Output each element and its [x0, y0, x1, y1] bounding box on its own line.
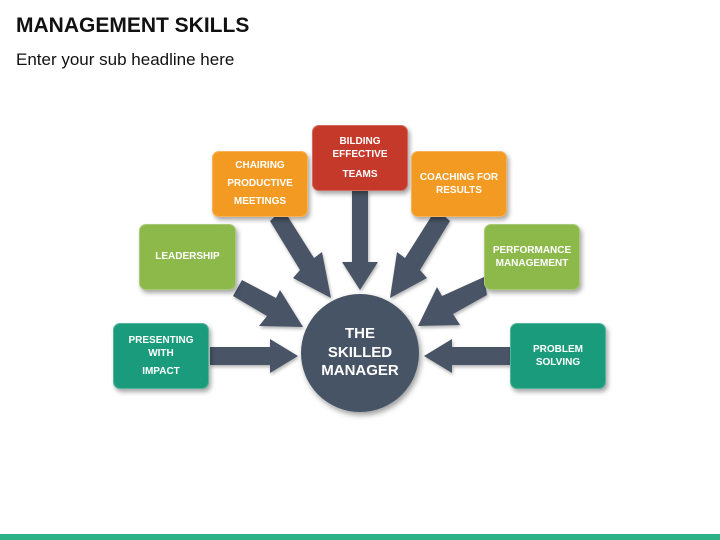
box-coaching-for-results: COACHING FOR RESULTS	[411, 151, 507, 217]
box-problem-solving: PROBLEM SOLVING	[510, 323, 606, 389]
box-label-line: RESULTS	[436, 185, 482, 196]
box-label-line: SOLVING	[535, 357, 581, 368]
box-chairing-productive-meetings: CHAIRING PRODUCTIVE MEETINGS	[212, 151, 308, 217]
box-label-line: MEETINGS	[233, 196, 287, 207]
box-leadership: LEADERSHIP	[139, 224, 236, 290]
box-label-line: EFFECTIVE	[332, 149, 388, 161]
center-skilled-manager: THE SKILLED MANAGER	[301, 294, 419, 412]
box-label-line: PERFORMANCE	[492, 244, 572, 256]
arrow-presenting	[210, 339, 298, 373]
box-label-line: COACHING FOR	[419, 171, 499, 183]
box-label-line: IMPACT	[142, 365, 180, 377]
box-label-line: PRODUCTIVE	[227, 178, 293, 189]
box-label-line: BILDING	[339, 135, 381, 147]
slide-subtitle: Enter your sub headline here	[16, 50, 235, 69]
box-label-line: TEAMS	[342, 168, 378, 180]
arrow-coaching	[390, 209, 450, 298]
slide-title: MANAGEMENT SKILLS	[16, 14, 250, 37]
box-label-line: LEADERSHIP	[155, 251, 220, 263]
center-label-line: THE	[345, 324, 375, 342]
box-label-line: WITH	[148, 348, 174, 360]
box-label-line: MANAGEMENT	[495, 258, 569, 269]
box-label-line: PROBLEM	[533, 343, 583, 355]
arrow-building	[342, 191, 378, 290]
box-label-line: CHAIRING	[235, 160, 285, 171]
arrow-chairing	[270, 209, 331, 298]
arrow-leadership	[233, 280, 303, 327]
box-presenting-with-impact: PRESENTING WITH IMPACT	[113, 323, 209, 389]
box-building-effective-teams: BILDING EFFECTIVE TEAMS	[312, 125, 408, 191]
center-label-line: SKILLED	[327, 343, 393, 361]
box-performance-management: PERFORMANCE MANAGEMENT	[484, 224, 580, 290]
arrow-problem	[424, 339, 510, 373]
box-label-line: PRESENTING	[128, 334, 194, 346]
center-label-line: MANAGER	[321, 362, 399, 380]
footer-bar	[0, 534, 720, 540]
arrow-performance	[418, 277, 487, 326]
